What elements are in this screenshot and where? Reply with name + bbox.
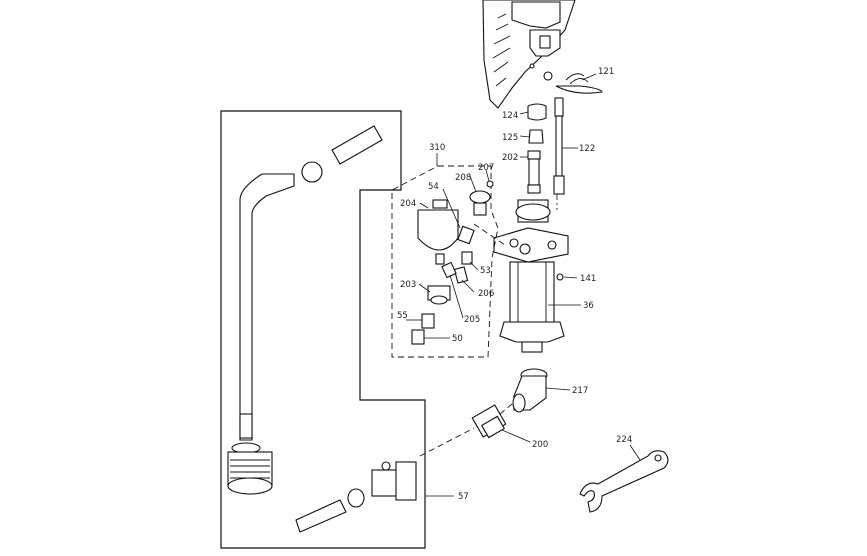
nipple-53 [461, 251, 473, 265]
callout-124: 124 [502, 111, 518, 121]
kit-310-boundary [391, 165, 499, 358]
leader-lines [406, 73, 641, 497]
callout-217: 217 [572, 386, 588, 396]
bushing-124 [527, 103, 547, 121]
coupling-55 [421, 313, 435, 329]
pump-36 [493, 199, 569, 353]
suction-tube [239, 173, 295, 441]
upper-pipe [331, 125, 383, 165]
quick-coupling [371, 461, 417, 501]
callout-224: 224 [616, 435, 632, 445]
rod-122 [553, 97, 565, 195]
gauge-208 [469, 190, 491, 216]
callout-200: 200 [532, 440, 548, 450]
lower-hose [295, 499, 347, 533]
callout-57: 57 [458, 492, 469, 502]
callout-202: 202 [502, 153, 518, 163]
lower-clamp [347, 488, 365, 508]
callout-55: 55 [397, 311, 408, 321]
wrench-224 [579, 450, 669, 513]
upper-clamp [301, 161, 323, 183]
coupling-50 [411, 329, 425, 345]
pin-121 [555, 73, 603, 94]
elbow-205 [441, 261, 457, 279]
plug-207 [486, 180, 494, 188]
coupling-dash-link [419, 427, 475, 457]
callout-205: 205 [464, 315, 480, 325]
fitting-54 [457, 225, 475, 245]
callout-125: 125 [502, 133, 518, 143]
pump-frame [482, 0, 576, 109]
kit-310-dash-link [473, 223, 506, 246]
callout-204: 204 [400, 199, 416, 209]
filter-bowl-204 [417, 199, 459, 265]
callout-122: 122 [579, 144, 595, 154]
tee-203 [427, 285, 451, 305]
callout-50: 50 [452, 334, 463, 344]
suction-kit-frame [220, 110, 426, 549]
suction-tube-thread [239, 413, 253, 439]
callout-141: 141 [580, 274, 596, 284]
inlet-strainer [227, 442, 273, 495]
elbow-dash-link [499, 403, 513, 415]
callout-206: 206 [478, 289, 494, 299]
connector-202 [527, 150, 541, 194]
elbow-217 [512, 368, 548, 413]
fitting-206 [453, 266, 469, 284]
callout-203: 203 [400, 280, 416, 290]
callout-36: 36 [583, 301, 594, 311]
callout-121: 121 [598, 67, 614, 77]
callout-207: 207 [478, 163, 494, 173]
wrench-hole [654, 454, 662, 462]
callout-208: 208 [455, 173, 471, 183]
ring-125 [528, 129, 544, 144]
callout-53: 53 [480, 266, 491, 276]
callout-310: 310 [429, 143, 445, 153]
fitting-200 [471, 404, 507, 439]
callout-54: 54 [428, 182, 439, 192]
